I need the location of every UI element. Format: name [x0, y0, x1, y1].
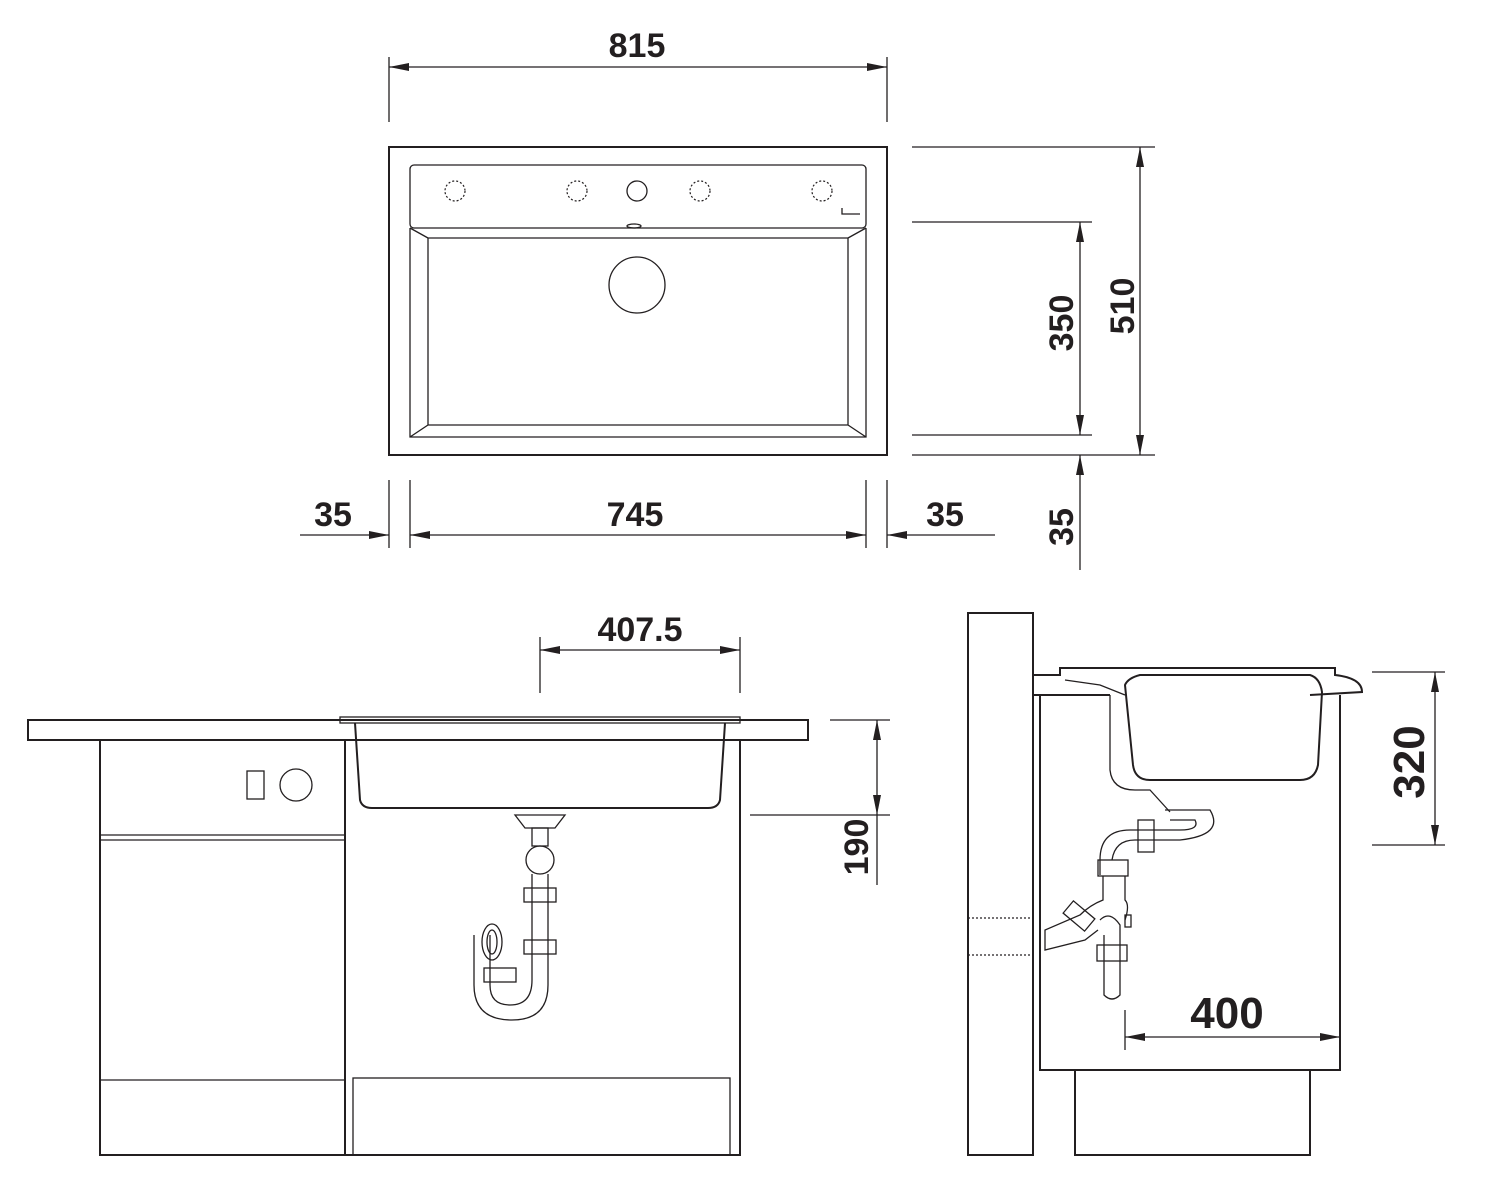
pipe-nut: [1097, 859, 1129, 877]
dim-overall-width: 815: [609, 27, 666, 65]
plinth-drawer: [352, 1077, 731, 1156]
dim-side-height: 320: [1385, 725, 1434, 798]
pipe-nut: [483, 967, 517, 983]
dim-overall-depth: 510: [1104, 278, 1142, 335]
dim-rim-right: 35: [926, 496, 964, 534]
pipe-nut: [523, 939, 557, 955]
tap-hole-option: [566, 180, 588, 202]
tap-deck: [409, 164, 867, 229]
dim-bowl-height: 190: [838, 819, 876, 876]
tap-hole-option: [444, 180, 466, 202]
cabinet-base: [1074, 1069, 1311, 1156]
tap-hole-option: [811, 180, 833, 202]
dim-bowl-width: 745: [607, 496, 664, 534]
knob-icon: [279, 768, 313, 802]
appliance-cabinet: [99, 739, 346, 1156]
dim-rim-left: 35: [314, 496, 352, 534]
sink-cabinet: [344, 739, 741, 1156]
pipe-nut: [523, 887, 557, 903]
drain-icon: [608, 256, 666, 314]
tap-hole-option: [689, 180, 711, 202]
pipe-nut: [1096, 944, 1128, 962]
dim-bowl-depth: 350: [1043, 295, 1081, 352]
side-view: 320 400: [967, 612, 1445, 1156]
dim-rim-front: 35: [1043, 508, 1081, 546]
tap-hole: [626, 180, 648, 202]
pipe-nut: [1137, 819, 1155, 853]
wall: [967, 612, 1034, 1156]
top-view: 815 510 350 35 35 745 35: [300, 27, 1155, 570]
sink-rim: [339, 716, 741, 724]
sink-outline: [388, 146, 888, 456]
control-icon: [246, 770, 265, 800]
front-view: 407.5 190: [27, 611, 890, 1156]
overflow: [626, 223, 642, 229]
dim-drain-offset: 407.5: [597, 611, 682, 649]
pipe-nut: [1062, 899, 1096, 933]
dim-min-cabinet-depth: 400: [1190, 989, 1263, 1038]
